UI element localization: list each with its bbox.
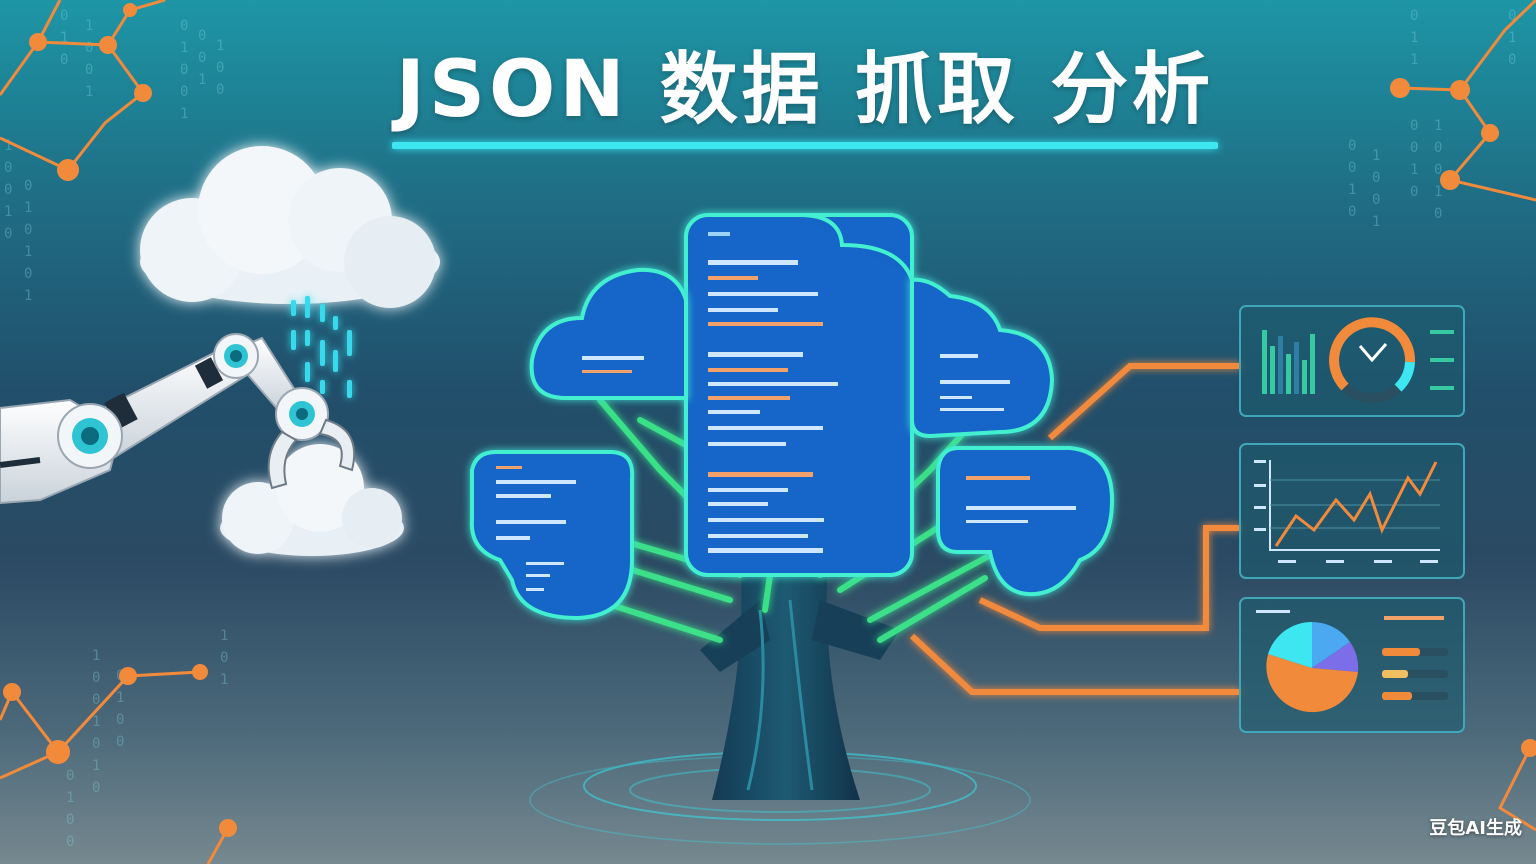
svg-text:0: 0	[1410, 184, 1418, 200]
svg-text:0: 0	[220, 650, 228, 666]
svg-text:0: 0	[1434, 162, 1442, 178]
svg-text:1: 1	[4, 138, 12, 154]
svg-text:0: 0	[1348, 204, 1356, 220]
svg-text:0: 0	[85, 62, 93, 78]
svg-text:1: 1	[198, 72, 206, 88]
connector-lines	[909, 363, 1240, 695]
svg-text:0: 0	[92, 736, 100, 752]
svg-text:0: 0	[1348, 160, 1356, 176]
svg-text:0: 0	[66, 812, 74, 828]
svg-text:1: 1	[24, 200, 32, 216]
svg-text:0: 0	[92, 692, 100, 708]
network-dots-bottom-right	[1521, 739, 1536, 757]
svg-text:0: 0	[1410, 140, 1418, 156]
svg-text:1: 1	[4, 204, 12, 220]
watermark-label: 豆包AI生成	[1429, 818, 1522, 839]
data-cloud-node	[469, 450, 635, 621]
cloud-icon	[220, 444, 404, 556]
svg-text:0: 0	[24, 178, 32, 194]
data-cloud-node	[936, 446, 1115, 597]
svg-text:1: 1	[116, 690, 124, 706]
gauge-icon	[1329, 317, 1416, 403]
svg-text:1: 1	[24, 288, 32, 304]
robot-arm-icon	[0, 333, 356, 505]
svg-text:0: 0	[1508, 52, 1516, 68]
svg-text:1: 1	[180, 40, 188, 56]
data-cloud-node	[529, 267, 688, 400]
svg-text:0: 0	[4, 160, 12, 176]
json-code-lines	[708, 232, 838, 553]
svg-text:1: 1	[92, 714, 100, 730]
svg-text:0: 0	[180, 84, 188, 100]
dashboard-panel-line-chart	[1239, 443, 1465, 579]
svg-text:0: 0	[4, 226, 12, 242]
svg-text:1: 1	[220, 672, 228, 688]
svg-text:1: 1	[220, 628, 228, 644]
svg-text:1: 1	[1372, 214, 1380, 230]
svg-text:0: 0	[1508, 8, 1516, 24]
svg-text:0: 0	[60, 8, 68, 24]
network-dots-top-left	[29, 3, 152, 181]
network-dots-top-right	[1390, 78, 1499, 190]
svg-text:1: 1	[92, 648, 100, 664]
title-underline	[392, 142, 1218, 149]
svg-text:0: 0	[180, 62, 188, 78]
svg-text:1: 1	[66, 790, 74, 806]
network-dots-bottom-left	[3, 664, 237, 837]
svg-text:0: 0	[60, 52, 68, 68]
svg-text:0: 0	[216, 60, 224, 76]
svg-text:0: 0	[24, 266, 32, 282]
svg-text:1: 1	[1410, 52, 1418, 68]
dashboard-panel-pie-chart	[1239, 597, 1465, 733]
svg-text:0: 0	[1372, 170, 1380, 186]
bar-chart-icon	[1262, 330, 1315, 394]
svg-text:1: 1	[216, 38, 224, 54]
svg-text:1: 1	[1348, 182, 1356, 198]
network-nodes-bottom-left	[0, 670, 230, 864]
svg-text:0: 0	[1410, 118, 1418, 134]
svg-text:1: 1	[24, 244, 32, 260]
svg-text:1: 1	[1372, 148, 1380, 164]
svg-text:1: 1	[1434, 118, 1442, 134]
page-title: JSON 数据 抓取 分析	[395, 45, 1215, 135]
cloud-icon	[140, 146, 440, 308]
svg-text:1: 1	[85, 18, 93, 34]
svg-text:0: 0	[1410, 8, 1418, 24]
dashboard-panel-gauge	[1239, 305, 1465, 417]
svg-text:1: 1	[85, 84, 93, 100]
svg-text:1: 1	[1434, 184, 1442, 200]
data-tree-trunk	[700, 560, 900, 800]
svg-text:0: 0	[92, 670, 100, 686]
svg-text:0: 0	[66, 834, 74, 850]
svg-text:0: 0	[1434, 206, 1442, 222]
svg-text:0: 0	[4, 182, 12, 198]
svg-text:0: 0	[198, 28, 206, 44]
data-cloud-node	[910, 277, 1055, 439]
pie-chart-icon	[1266, 621, 1359, 713]
line-chart-icon	[1254, 460, 1440, 563]
svg-text:0: 0	[116, 734, 124, 750]
json-document-panel	[684, 213, 914, 577]
svg-text:0: 0	[216, 82, 224, 98]
svg-text:1: 1	[1410, 162, 1418, 178]
svg-text:0: 0	[1372, 192, 1380, 208]
svg-text:1: 1	[1508, 30, 1516, 46]
svg-text:1: 1	[92, 758, 100, 774]
svg-text:0: 0	[1434, 140, 1442, 156]
svg-text:1: 1	[60, 30, 68, 46]
svg-text:0: 0	[92, 780, 100, 796]
svg-text:0: 0	[180, 18, 188, 34]
svg-text:0: 0	[116, 712, 124, 728]
svg-text:0: 0	[1348, 138, 1356, 154]
svg-text:0: 0	[85, 40, 93, 56]
network-nodes-bottom-right	[1498, 747, 1536, 832]
svg-text:0: 0	[24, 222, 32, 238]
svg-text:1: 1	[180, 106, 188, 122]
svg-text:1: 1	[1410, 30, 1418, 46]
svg-text:0: 0	[198, 50, 206, 66]
svg-text:0: 0	[66, 768, 74, 784]
